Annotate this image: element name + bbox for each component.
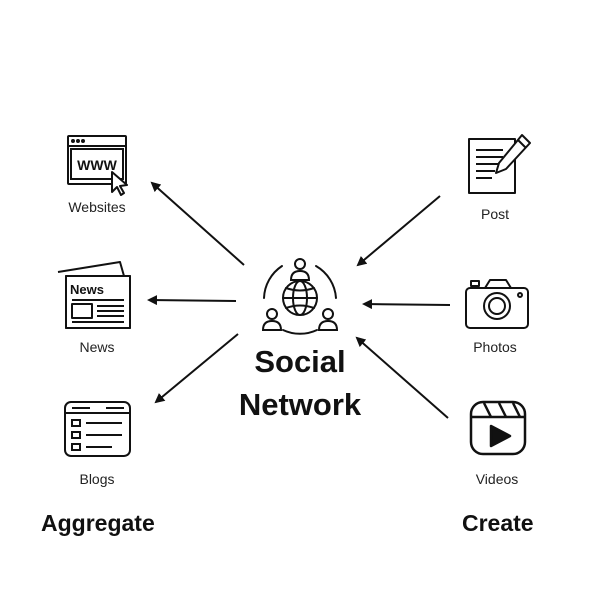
center-title: Social Network — [190, 340, 410, 426]
heading-create: Create — [462, 510, 534, 536]
globe-people-network-icon — [261, 258, 339, 335]
arrow-to-websites — [150, 181, 245, 266]
newspaper-icon: News — [57, 261, 131, 329]
camera-icon — [465, 279, 529, 329]
document-pencil-icon — [468, 134, 531, 194]
label-blogs: Blogs — [79, 471, 115, 487]
center-title-line1: Social — [254, 344, 346, 379]
label-post: Post — [480, 206, 509, 222]
svg-text:WWW: WWW — [77, 157, 117, 173]
heading-aggregate: Aggregate — [41, 510, 155, 536]
arrow-from-photos — [362, 299, 451, 310]
browser-www-cursor-icon: WWW — [67, 135, 128, 196]
arrow-from-post — [356, 195, 441, 267]
center-title-line2: Network — [238, 387, 362, 422]
label-photos: Photos — [473, 339, 517, 355]
video-play-icon — [469, 400, 527, 456]
label-websites: Websites — [68, 199, 126, 215]
label-videos: Videos — [475, 471, 519, 487]
blog-layout-icon — [64, 401, 131, 457]
label-news: News — [79, 339, 115, 355]
arrow-from-videos — [355, 336, 449, 419]
arrow-to-blogs — [154, 333, 239, 404]
svg-text:News: News — [70, 282, 104, 297]
arrow-to-news — [147, 295, 237, 306]
